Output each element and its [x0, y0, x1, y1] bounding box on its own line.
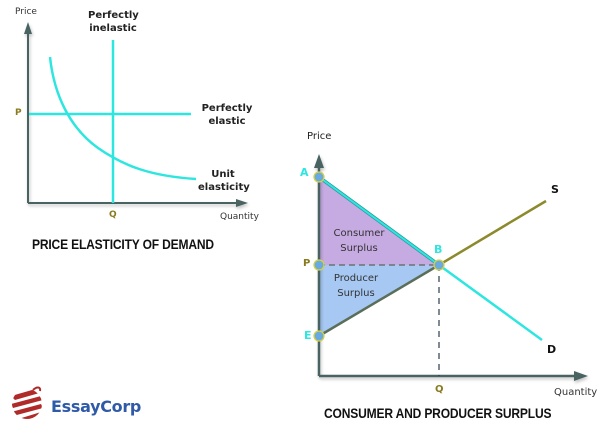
- right-x-arrow-icon: [574, 371, 588, 381]
- unit-elasticity-label: Unit elasticity: [198, 168, 250, 194]
- left-x-arrow-icon: [236, 199, 248, 207]
- demand-line-lower: [438, 263, 543, 342]
- point-a-label: A: [300, 166, 309, 179]
- right-x-axis-label: Quantity: [554, 387, 598, 398]
- right-p-tick-label: P: [303, 258, 311, 269]
- left-p-tick-label: P: [15, 108, 22, 118]
- perfectly-elastic-label-line2: elastic: [208, 116, 246, 127]
- essaycorp-logo-icon: [12, 386, 42, 419]
- producer-surplus-label-line1: Producer: [333, 273, 379, 284]
- perfectly-inelastic-label-line1: Perfectly: [88, 10, 139, 21]
- surplus-chart: [313, 154, 588, 381]
- unit-elasticity-curve: [48, 56, 197, 181]
- perfectly-elastic-label-line1: Perfectly: [201, 103, 253, 114]
- right-y-arrow-icon: [314, 154, 324, 168]
- essaycorp-logo-text: EssayCorp: [51, 397, 142, 416]
- point-p: [313, 259, 325, 271]
- left-q-tick-label: Q: [109, 210, 117, 220]
- supply-line-lower: [318, 263, 440, 338]
- left-axes: [24, 22, 248, 207]
- point-a: [313, 171, 325, 183]
- point-b-label: B: [434, 243, 443, 256]
- point-e: [313, 330, 325, 342]
- left-y-axis-label: Price: [15, 7, 37, 17]
- demand-label: D: [547, 343, 557, 356]
- demand-line-upper: [318, 176, 440, 266]
- unit-elasticity-label-line1: Unit: [211, 169, 235, 180]
- right-y-axis-label: Price: [307, 131, 332, 142]
- point-b: [433, 259, 445, 271]
- producer-surplus-label: Producer Surplus: [324, 271, 388, 301]
- left-y-arrow-icon: [24, 22, 32, 34]
- unit-elasticity-label-line2: elasticity: [198, 182, 250, 193]
- producer-surplus-label-line2: Surplus: [337, 288, 375, 299]
- perfectly-inelastic-label-line2: inelastic: [89, 23, 137, 34]
- price-elasticity-chart: [24, 22, 248, 207]
- consumer-surplus-label-line2: Surplus: [340, 243, 378, 254]
- consumer-surplus-label-line1: Consumer: [333, 228, 385, 239]
- left-x-axis-label: Quantity: [220, 212, 259, 222]
- left-chart-title: PRICE ELASTICITY OF DEMAND: [32, 236, 214, 252]
- consumer-surplus-label: Consumer Surplus: [324, 226, 394, 256]
- supply-label: S: [551, 183, 559, 196]
- point-e-label: E: [304, 329, 312, 342]
- right-chart-title: CONSUMER AND PRODUCER SURPLUS: [324, 405, 552, 421]
- supply-line-upper: [438, 199, 547, 267]
- perfectly-inelastic-label: Perfectly inelastic: [88, 9, 139, 35]
- perfectly-elastic-label: Perfectly elastic: [200, 102, 254, 128]
- right-q-tick-label: Q: [435, 384, 444, 395]
